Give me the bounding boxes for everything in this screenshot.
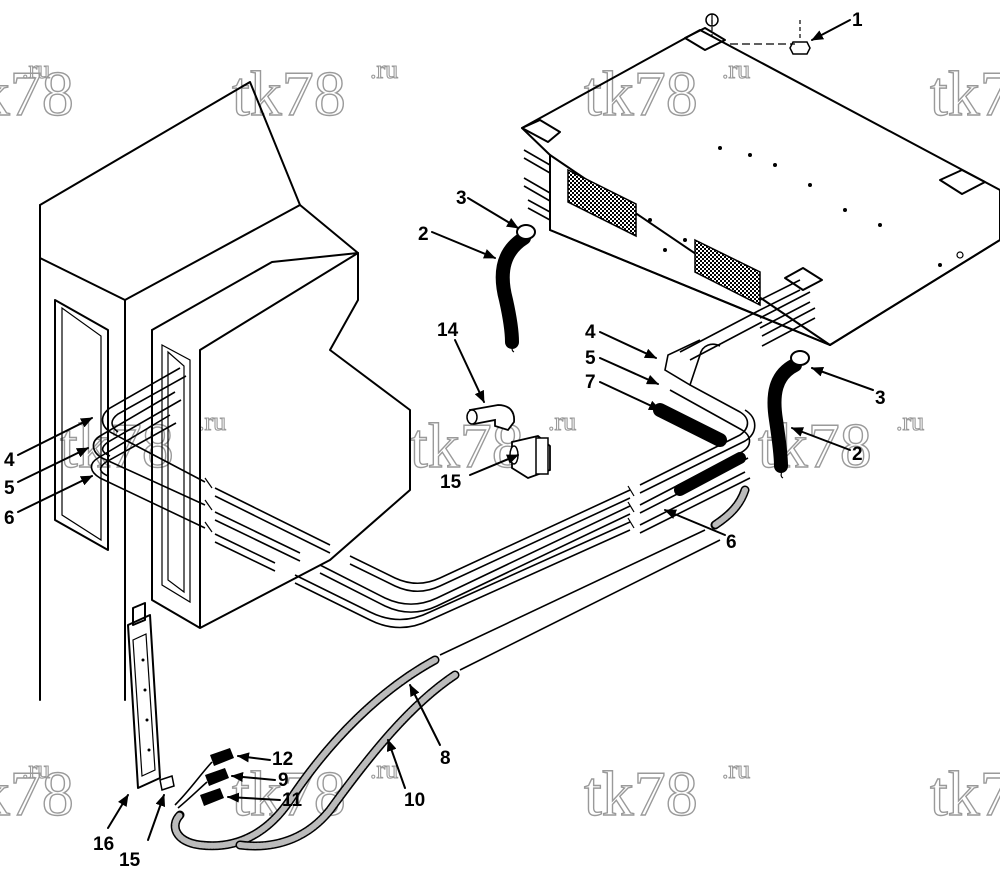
watermark-suffix: .ru xyxy=(722,755,750,784)
tube-assembly xyxy=(90,309,763,629)
watermark-suffix: .ru xyxy=(548,407,576,436)
hose-2-lower xyxy=(767,350,810,479)
callout-1: 1 xyxy=(852,10,863,31)
watermark-text: tk78 xyxy=(930,758,1000,829)
watermark-suffix: .ru xyxy=(22,55,50,84)
watermark-text: tk78 xyxy=(584,758,698,829)
watermark-text: tk78 xyxy=(232,58,346,129)
callout-6: 6 xyxy=(726,532,737,553)
leader-lines xyxy=(17,19,874,841)
callout-3: 3 xyxy=(875,388,886,409)
callout-4: 4 xyxy=(4,450,15,471)
callout-2: 2 xyxy=(852,444,863,465)
cabinet-outline xyxy=(39,81,411,701)
elbow-fitting-14 xyxy=(466,404,515,432)
watermarks: tk78 .ru tk78 .ru tk78 .ru tk78 tk78 .ru… xyxy=(0,54,1000,829)
watermark-text: tk78 xyxy=(0,758,74,829)
mounting-bracket-16 xyxy=(127,602,175,791)
callout-16: 16 xyxy=(93,834,114,855)
callout-8: 8 xyxy=(440,748,451,769)
callout-2: 2 xyxy=(418,224,429,245)
hvac-unit xyxy=(521,13,1000,347)
callout-5: 5 xyxy=(585,348,596,369)
callout-11: 11 xyxy=(282,790,303,811)
watermark-text: tk78 xyxy=(584,58,698,129)
callout-15: 15 xyxy=(440,472,462,493)
watermark-text: tk78 xyxy=(0,58,74,129)
callout-6: 6 xyxy=(4,508,15,529)
watermark-suffix: .ru xyxy=(896,407,924,436)
harness-hoses xyxy=(170,485,750,851)
watermark-text: tk78 xyxy=(60,410,174,481)
callout-12: 12 xyxy=(272,749,293,770)
watermark-suffix: .ru xyxy=(370,55,398,84)
callout-10: 10 xyxy=(404,790,425,811)
callout-9: 9 xyxy=(278,770,289,791)
callout-4: 4 xyxy=(585,322,596,343)
callout-7: 7 xyxy=(585,372,596,393)
callout-3: 3 xyxy=(456,188,467,209)
watermark-text: tk78 xyxy=(930,58,1000,129)
watermark-suffix: .ru xyxy=(198,407,226,436)
callout-labels: 1 2 3 14 4 5 7 3 2 4 5 6 15 6 8 12 9 11 … xyxy=(4,10,886,871)
callout-14: 14 xyxy=(437,320,459,341)
watermark-suffix: .ru xyxy=(22,755,50,784)
callout-5: 5 xyxy=(4,478,15,499)
callout-15: 15 xyxy=(119,850,141,871)
watermark-suffix: .ru xyxy=(722,55,750,84)
hose-2-upper xyxy=(495,224,536,353)
